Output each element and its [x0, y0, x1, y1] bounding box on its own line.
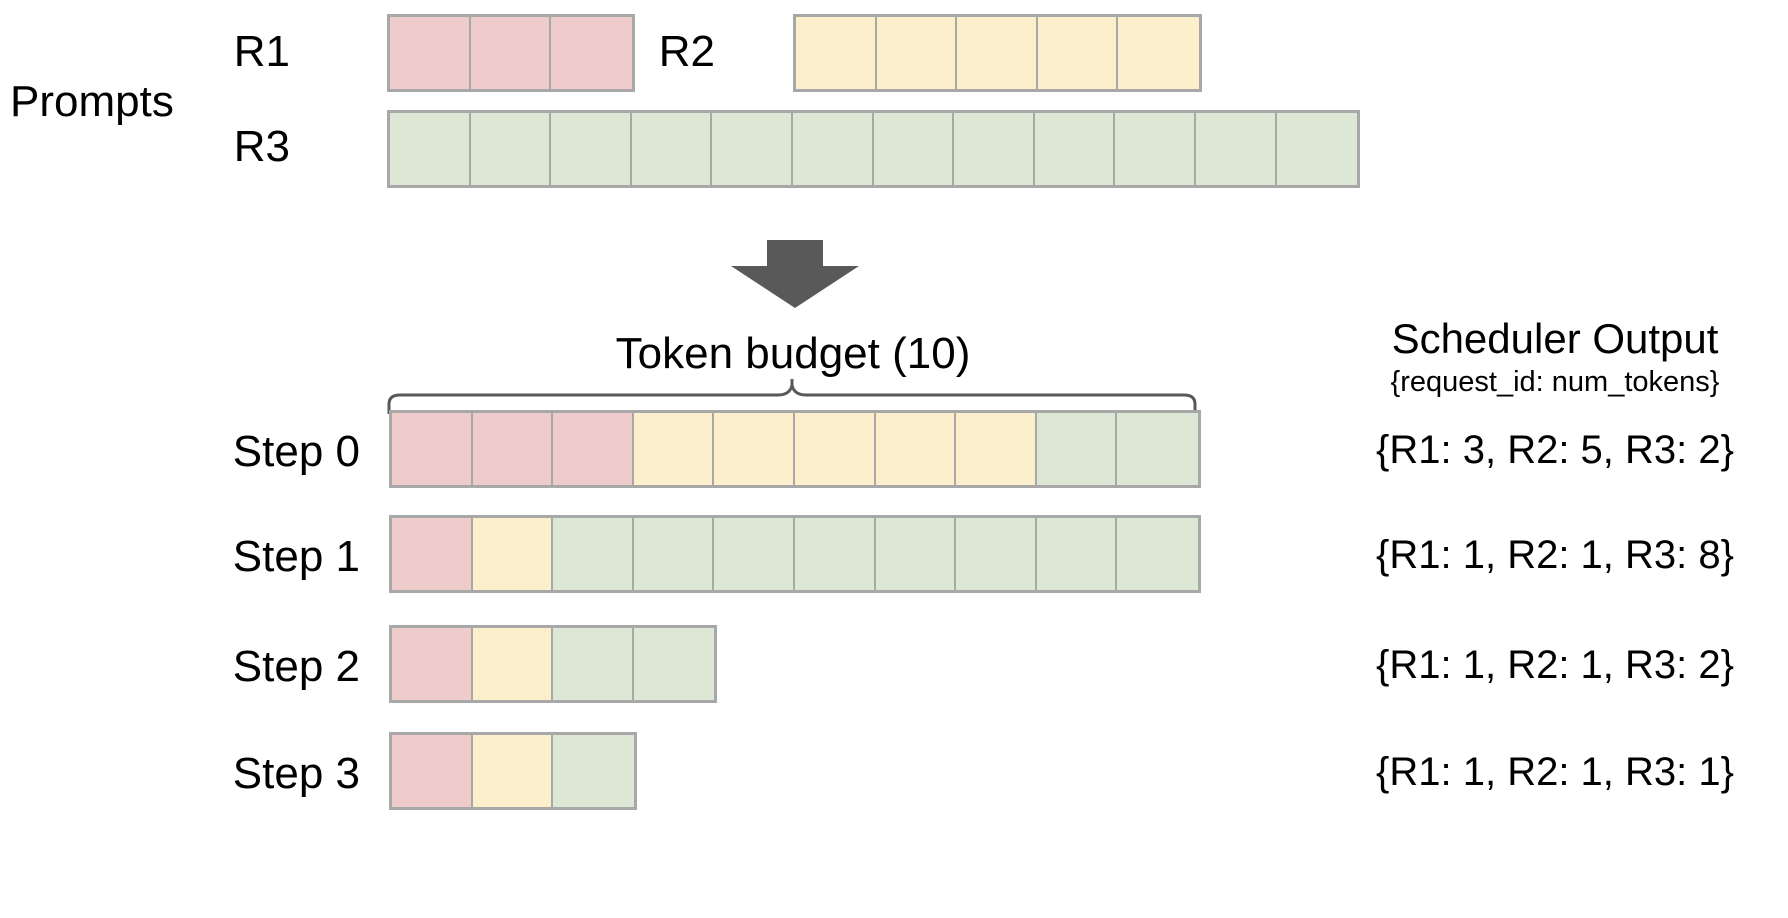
prompt-strip-r2	[793, 14, 1202, 92]
token-cell	[470, 17, 552, 89]
token-cell	[472, 628, 554, 700]
token-cell	[633, 413, 715, 485]
token-cell	[633, 628, 715, 700]
prompt-strip-r3	[387, 110, 1361, 188]
token-cell	[392, 628, 473, 700]
token-cell	[390, 17, 471, 89]
token-cell	[553, 628, 634, 700]
token-cell	[392, 413, 473, 485]
token-cell	[875, 518, 957, 590]
step-strip-2	[389, 625, 718, 703]
scheduler-output-row-3: {R1: 1, R2: 1, R3: 1}	[1376, 750, 1734, 794]
token-cell	[1117, 518, 1198, 590]
prompts-section-label: Prompts	[10, 77, 174, 126]
step-label-3: Step 3	[232, 749, 360, 798]
token-cell	[392, 735, 473, 807]
step-label-1: Step 1	[232, 532, 360, 581]
scheduler-output-row-0: {R1: 3, R2: 5, R3: 2}	[1376, 428, 1734, 472]
token-budget-brace	[386, 378, 1198, 415]
token-cell	[470, 113, 552, 185]
token-cell	[876, 17, 958, 89]
token-cell	[794, 518, 876, 590]
token-cell	[392, 518, 473, 590]
scheduler-output-row-1: {R1: 1, R2: 1, R3: 8}	[1376, 533, 1734, 577]
token-cell	[714, 413, 795, 485]
token-cell	[1036, 518, 1118, 590]
token-cell	[553, 518, 634, 590]
step-label-0: Step 0	[232, 427, 360, 476]
token-cell	[794, 413, 876, 485]
token-cell	[957, 17, 1038, 89]
token-cell	[472, 735, 554, 807]
token-cell	[1037, 17, 1119, 89]
token-cell	[796, 17, 877, 89]
token-cell	[551, 17, 632, 89]
token-cell	[633, 518, 715, 590]
token-cell	[472, 413, 554, 485]
scheduler-output-row-2: {R1: 1, R2: 1, R3: 2}	[1376, 643, 1734, 687]
token-cell	[956, 518, 1037, 590]
token-cell	[954, 113, 1035, 185]
token-cell	[873, 113, 955, 185]
prompt-strip-r1	[387, 14, 635, 92]
token-cell	[792, 113, 874, 185]
prompt-row-label-r3: R3	[233, 122, 290, 171]
prompt-row-label-r2: R2	[658, 27, 715, 76]
scheduler-output-subtitle: {request_id: num_tokens}	[1390, 366, 1720, 398]
token-cell	[551, 113, 632, 185]
token-cell	[1034, 113, 1116, 185]
token-cell	[1195, 113, 1277, 185]
token-cell	[1115, 113, 1196, 185]
token-cell	[553, 735, 634, 807]
step-strip-1	[389, 515, 1201, 593]
token-cell	[1276, 113, 1358, 185]
token-cell	[472, 518, 554, 590]
token-cell	[714, 518, 795, 590]
token-cell	[1117, 413, 1198, 485]
scheduler-output-title: Scheduler Output	[1391, 315, 1719, 362]
token-cell	[956, 413, 1037, 485]
token-cell	[631, 113, 713, 185]
step-strip-0	[389, 410, 1201, 488]
token-cell	[1036, 413, 1118, 485]
token-cell	[875, 413, 957, 485]
step-strip-3	[389, 732, 637, 810]
down-arrow-icon	[725, 240, 865, 308]
prompt-row-label-r1: R1	[233, 27, 290, 76]
token-cell	[712, 113, 793, 185]
token-budget-title: Token budget (10)	[615, 329, 971, 378]
step-label-2: Step 2	[232, 642, 360, 691]
token-cell	[390, 113, 471, 185]
token-cell	[553, 413, 634, 485]
token-cell	[1118, 17, 1199, 89]
